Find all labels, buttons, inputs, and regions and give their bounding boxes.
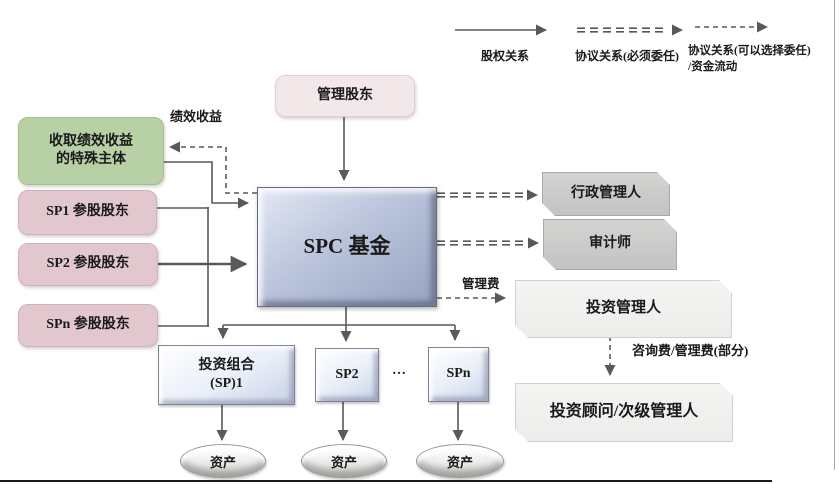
node-asset-2: 资产 <box>301 444 387 478</box>
page-bottom-border <box>0 480 772 482</box>
investment-manager-label: 投资管理人 <box>585 300 661 317</box>
node-investment-manager: 投资管理人 <box>515 280 732 338</box>
special-entity-to-spc-arrow <box>162 161 249 209</box>
portfolio-sp2-label: SP2 <box>335 366 359 382</box>
special-entity-label-line1: 收取绩效收益 <box>49 133 133 149</box>
node-investment-advisor: 投资顾问/次级管理人 <box>515 383 733 442</box>
asset-3-label: 资产 <box>446 454 473 470</box>
performance-income-label: 绩效收益 <box>170 109 223 124</box>
management-fee-label: 管理费 <box>462 277 500 291</box>
node-asset-1: 资产 <box>180 444 266 478</box>
spc-fund-label: SPC 基金 <box>303 234 391 259</box>
spc-to-auditor-arrowhead <box>528 237 539 249</box>
investment-advisor-label: 投资顾问/次级管理人 <box>549 403 699 421</box>
node-special-entity: 收取绩效收益 的特殊主体 <box>18 117 164 185</box>
node-auditor: 审计师 <box>543 219 677 270</box>
portfolio-sp1-label-line2: (SP)1 <box>210 376 243 391</box>
portfolio-sp1-label-line1: 投资组合 <box>198 357 255 373</box>
node-sp2-shareholder: SP2 参股股东 <box>18 243 158 286</box>
managing-shareholder-label: 管理股东 <box>317 87 373 103</box>
legend-agreement-required-arrowhead <box>672 24 683 36</box>
node-spc-fund: SPC 基金 <box>257 187 437 307</box>
legend-agreement-required-label: 协议关系(必须委任) <box>575 49 679 63</box>
administrator-label: 行政管理人 <box>571 185 641 201</box>
node-administrator: 行政管理人 <box>542 172 670 216</box>
asset-2-label: 资产 <box>330 454 357 470</box>
page-right-border <box>834 0 835 470</box>
node-sp1-shareholder: SP1 参股股东 <box>18 190 157 235</box>
portfolio-spn-label: SPn <box>446 366 471 382</box>
spc-to-administrator-arrowhead <box>527 189 538 201</box>
special-entity-label-line2: 的特殊主体 <box>56 152 126 167</box>
auditor-label: 审计师 <box>589 236 631 252</box>
legend-equity-label: 股权关系 <box>480 49 529 63</box>
node-spn-shareholder: SPn 参股股东 <box>18 304 158 347</box>
spc-to-special-entity-dashed-arrow <box>169 141 257 194</box>
node-portfolio-spn: SPn <box>428 347 489 402</box>
node-asset-3: 资产 <box>416 444 504 478</box>
advisory-fee-label: 咨询费/管理费(部分) <box>632 343 749 358</box>
sp2-shareholder-label: SP2 参股股东 <box>46 256 130 272</box>
node-portfolio-sp1: 投资组合 (SP)1 <box>158 345 295 405</box>
sp1-shareholder-label: SP1 参股股东 <box>46 204 129 220</box>
spn-shareholder-label: SPn 参股股东 <box>46 317 130 333</box>
node-managing-shareholder: 管理股东 <box>275 75 415 117</box>
legend-agreement-optional-label-line1: 协议关系(可以选择委任) <box>688 45 811 57</box>
portfolio-ellipsis: … <box>392 363 406 378</box>
node-portfolio-sp2: SP2 <box>315 348 379 402</box>
asset-1-label: 资产 <box>209 454 236 470</box>
legend-agreement-optional-label-line2: /资金流动 <box>688 61 738 73</box>
